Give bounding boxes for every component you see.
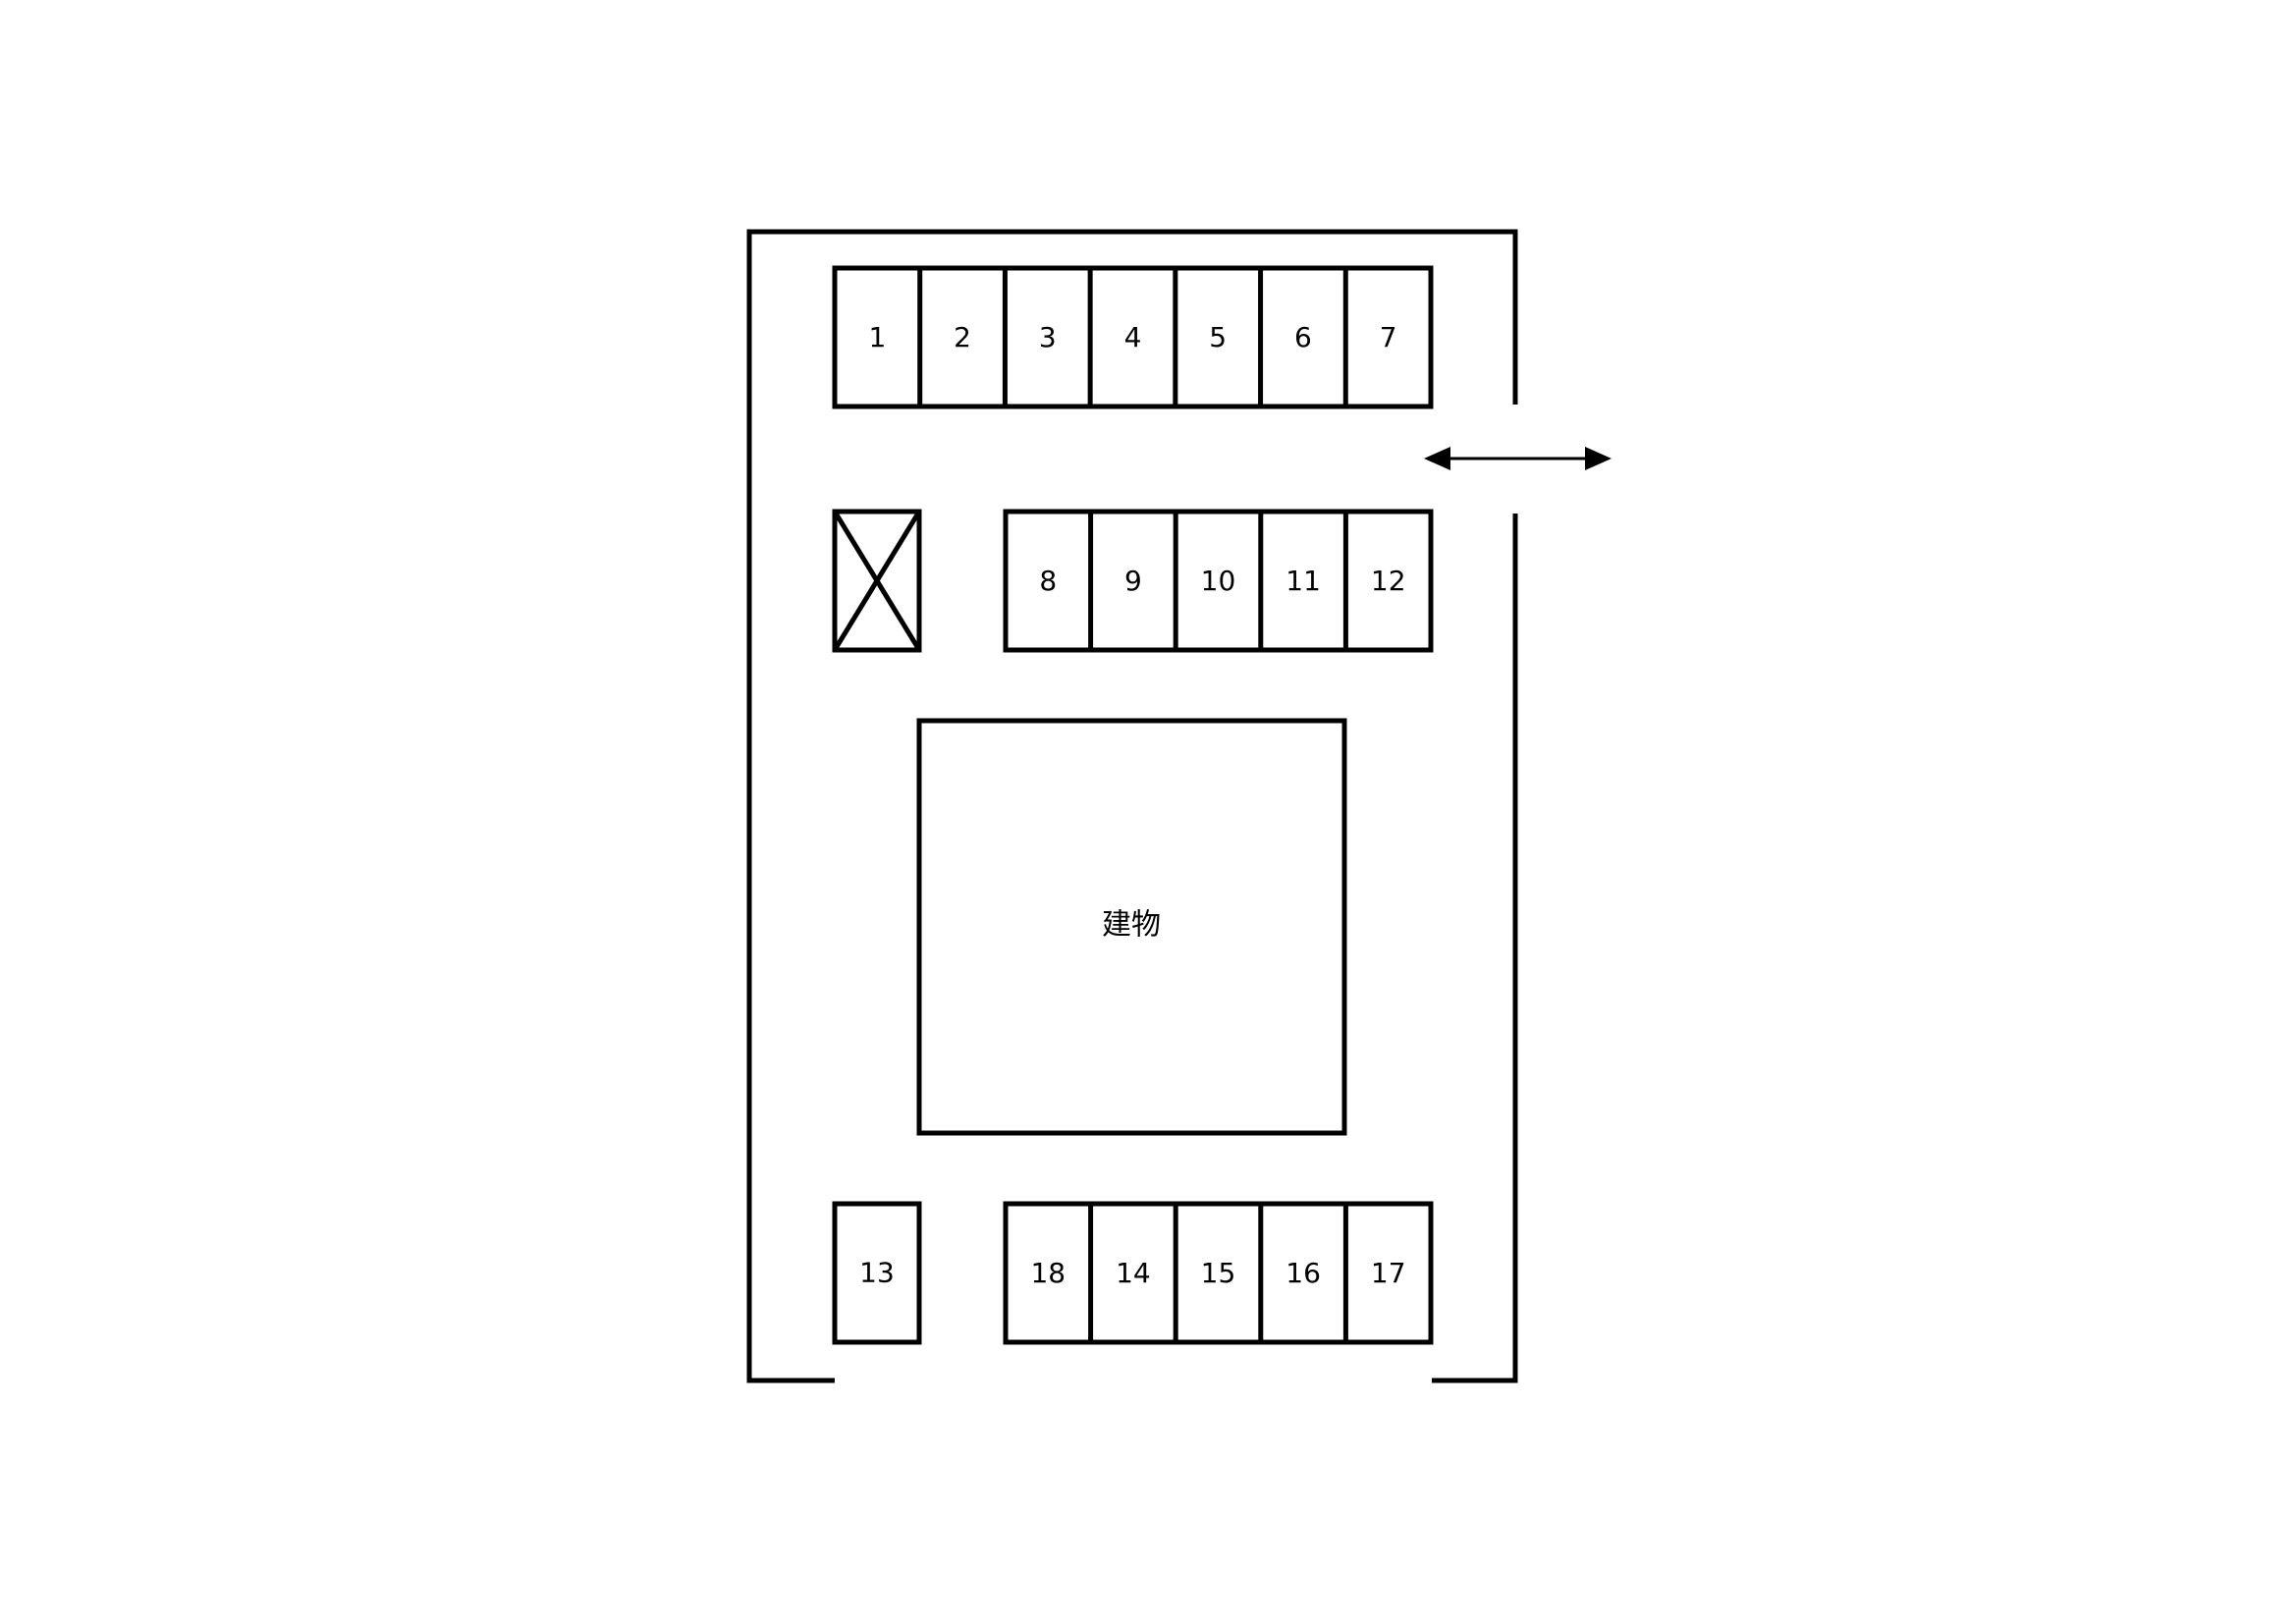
parking-space-14: 14 — [1116, 1257, 1151, 1289]
parking-space-13: 13 — [832, 1201, 922, 1345]
parking-space-15: 15 — [1201, 1257, 1236, 1289]
parking-space-9: 9 — [1124, 565, 1142, 597]
parking-space-10: 10 — [1201, 565, 1236, 597]
lot-boundary-lower-right — [1432, 514, 1518, 1383]
unavailable-space — [832, 509, 922, 653]
building: 建物 — [916, 718, 1347, 1136]
lot-boundary — [746, 229, 1518, 1383]
parking-space-1: 1 — [868, 321, 886, 353]
building-label: 建物 — [1102, 908, 1161, 943]
row-frame — [832, 265, 1434, 409]
parking-space-17: 17 — [1371, 1257, 1406, 1289]
parking-space-4: 4 — [1124, 321, 1142, 353]
parking-space-16: 16 — [1285, 1257, 1321, 1289]
parking-space-5: 5 — [1209, 321, 1227, 353]
parking-space-2: 2 — [954, 321, 971, 353]
parking-space-18: 18 — [1030, 1257, 1066, 1289]
parking-row-middle: 8 9 10 11 12 — [1003, 509, 1434, 653]
parking-space-7: 7 — [1380, 321, 1397, 353]
row-frame — [1003, 1201, 1434, 1345]
parking-space-8: 8 — [1039, 565, 1057, 597]
space-number: 13 — [859, 1257, 895, 1289]
parking-row-bottom: 18 14 15 16 17 — [1003, 1201, 1434, 1345]
parking-space-3: 3 — [1039, 321, 1057, 353]
parking-row-top: 1 2 3 4 5 6 7 — [832, 265, 1434, 409]
parking-space-11: 11 — [1285, 565, 1321, 597]
parking-space-6: 6 — [1294, 321, 1312, 353]
parking-space-12: 12 — [1371, 565, 1406, 597]
row-frame — [1003, 509, 1434, 653]
